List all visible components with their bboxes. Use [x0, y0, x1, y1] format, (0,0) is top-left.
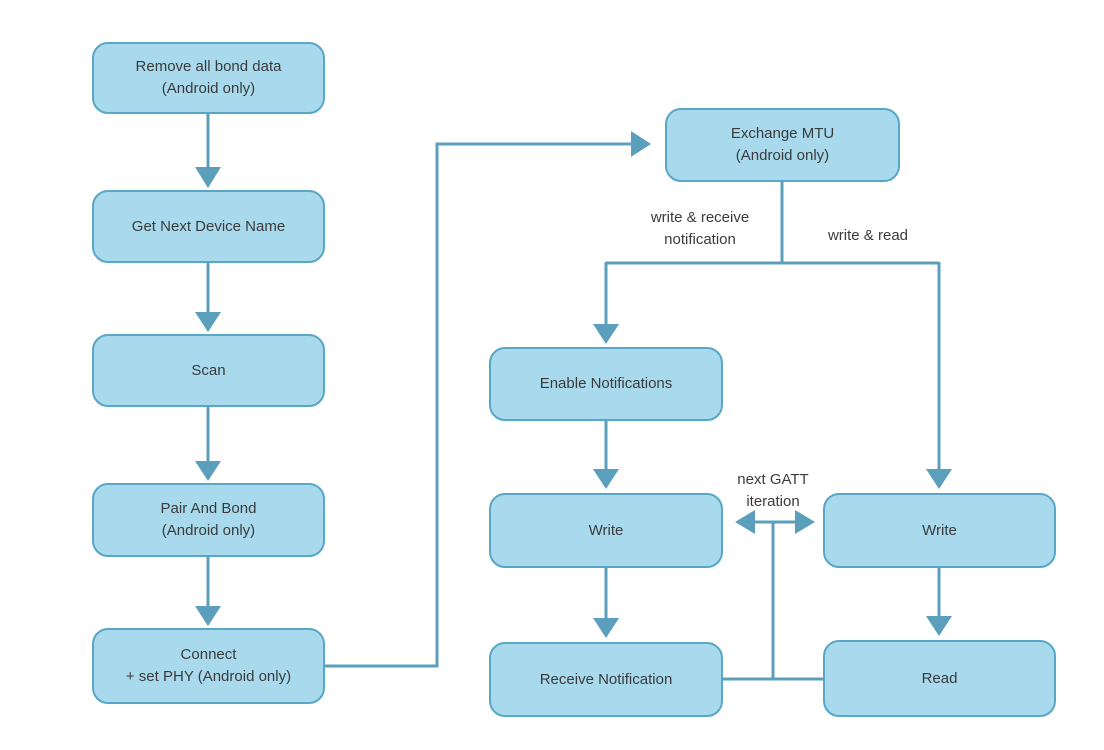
arrowhead: [195, 312, 221, 332]
arrowhead: [195, 606, 221, 626]
arrowhead: [926, 469, 952, 489]
arrowhead: [593, 324, 619, 344]
edge-remove-to-getnext: [195, 114, 221, 188]
edge-connect-to-mtu: [325, 131, 651, 668]
arrowhead: [593, 469, 619, 489]
node-receive-notification: Receive Notification: [489, 642, 723, 717]
edge-write-to-receive: [593, 568, 619, 638]
edge-mtu-branch: [593, 182, 952, 489]
node-enable-notifications: Enable Notifications: [489, 347, 723, 421]
edge-next-gatt-iteration: [735, 510, 815, 679]
arrowhead: [195, 461, 221, 481]
edge-label-next-gatt-iteration: next GATT iteration: [737, 471, 809, 510]
node-write-read-branch: Write: [823, 493, 1056, 568]
edge-enable-to-write: [593, 421, 619, 489]
node-write-notify-branch: Write: [489, 493, 723, 568]
node-connect-set-phy: Connect + set PHY (Android only): [92, 628, 325, 704]
arrowhead: [195, 167, 221, 188]
node-get-next-device-name: Get Next Device Name: [92, 190, 325, 263]
arrowhead: [735, 510, 755, 534]
arrowhead: [631, 131, 651, 157]
edge-pair-to-connect: [195, 557, 221, 626]
node-read: Read: [823, 640, 1056, 717]
node-exchange-mtu: Exchange MTU (Android only): [665, 108, 900, 182]
node-remove-bond-data: Remove all bond data (Android only): [92, 42, 325, 114]
arrowhead: [593, 618, 619, 638]
node-pair-and-bond: Pair And Bond (Android only): [92, 483, 325, 557]
arrowhead: [926, 616, 952, 636]
arrowhead: [795, 510, 815, 534]
edge-label-write-read: write & read: [827, 227, 909, 244]
edge-scan-to-pair: [195, 407, 221, 481]
node-scan: Scan: [92, 334, 325, 407]
edge-label-write-receive-notification: write & receive notification: [650, 209, 750, 248]
edge-write2-to-read: [926, 568, 952, 636]
edge-getnext-to-scan: [195, 263, 221, 332]
